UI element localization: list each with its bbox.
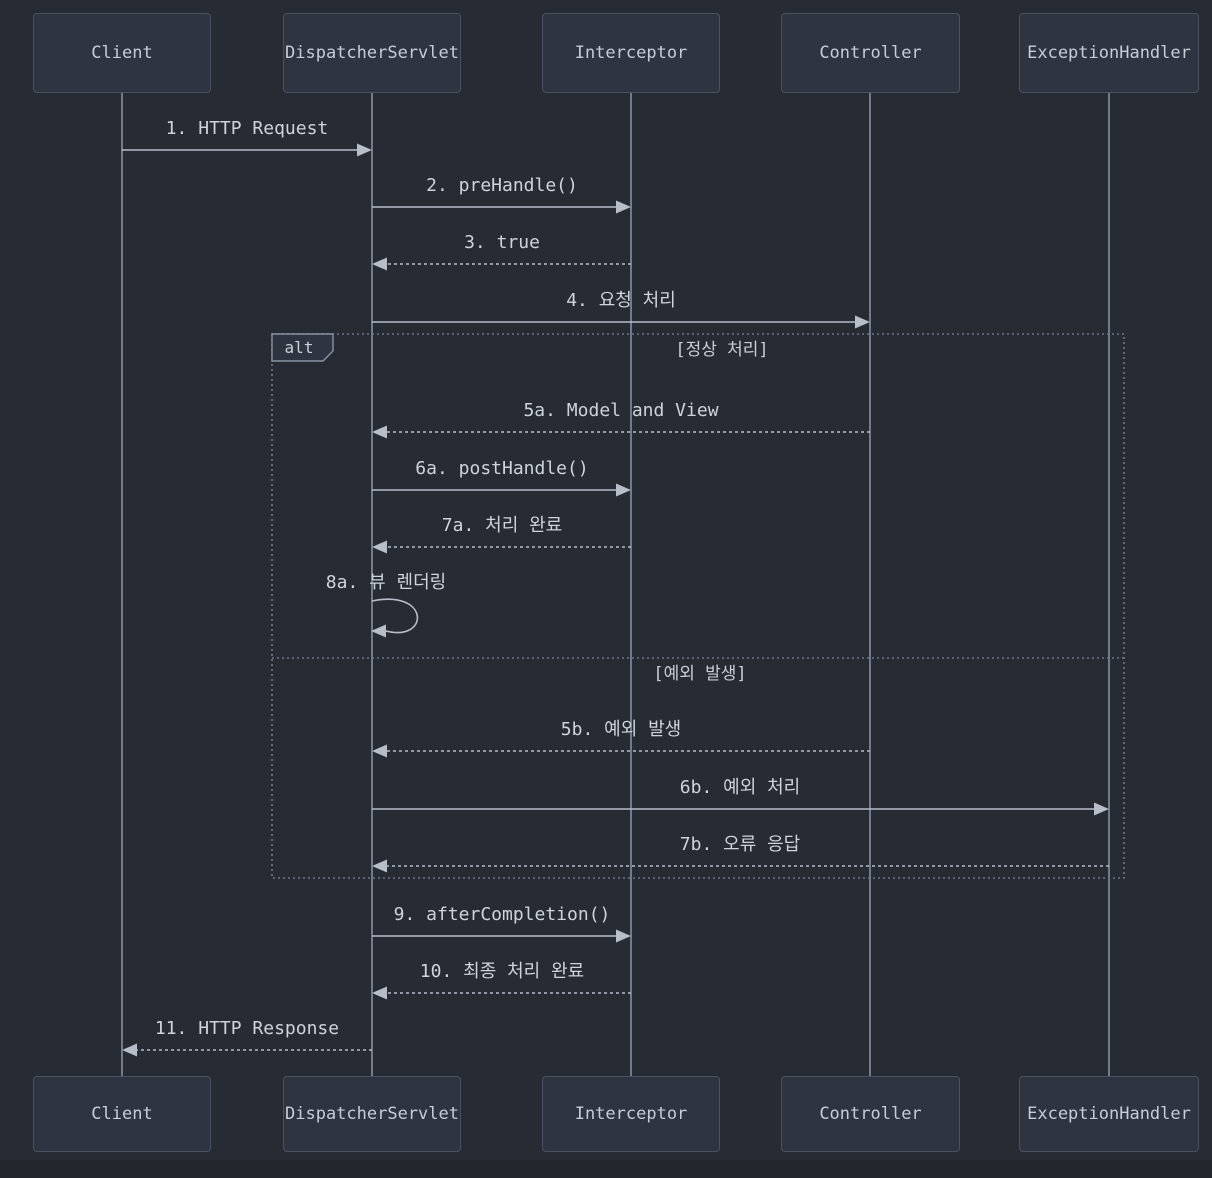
message-label-5b: 5b. 예외 발생 [560,719,682,740]
message-label-2: 2. preHandle() [426,175,578,196]
actor-top-client: Client [33,13,211,93]
actor-bottom-interceptor: Interceptor [542,1076,720,1152]
actor-label: Client [91,43,153,63]
alt-frame-border [271,333,1125,879]
arrow-7a-processing-done [372,540,631,554]
actor-label: ExceptionHandler [1027,1104,1191,1124]
actor-label: Controller [819,43,922,63]
message-label-5a: 5a. Model and View [523,400,719,421]
message-label-9: 9. afterCompletion() [393,904,611,925]
arrow-10-final-done [372,986,631,1000]
arrow-5b-exception-raised [372,744,870,758]
actor-bottom-client: Client [33,1076,211,1152]
message-label-1: 1. HTTP Request [165,118,329,139]
actor-bottom-dispatcherservlet: DispatcherServlet [283,1076,461,1152]
actor-label: Client [91,1104,153,1124]
arrow-9-aftercompletion [372,929,631,943]
actor-label: Interceptor [574,1104,688,1124]
message-label-7a: 7a. 처리 완료 [441,515,563,536]
arrow-5a-model-and-view [372,425,870,439]
actor-top-exceptionhandler: ExceptionHandler [1019,13,1199,93]
lifelines [121,93,1110,1076]
message-label-11: 11. HTTP Response [154,1018,340,1039]
actor-label: DispatcherServlet [285,1104,459,1124]
alt-frame [271,333,1125,879]
actor-label: ExceptionHandler [1027,43,1191,63]
message-label-3: 3. true [464,232,540,253]
alt-condition-exception: [예외 발생] [653,664,747,684]
arrow-8a-view-render-selfloop [371,598,419,638]
actor-label: DispatcherServlet [285,43,459,63]
message-arrows [122,143,1109,1057]
alt-label-box [271,333,334,362]
message-label-8a: 8a. 뷰 렌더링 [325,572,447,593]
arrow-6a-posthandle [372,483,631,497]
actor-label: Interceptor [574,43,688,63]
alt-frame-label: alt [284,338,314,357]
arrow-11-http-response [122,1043,372,1057]
arrow-2-prehandle [372,200,631,214]
arrow-6b-exception-handling [372,802,1109,816]
page-background-strip [0,1160,1212,1178]
arrow-7b-error-response [372,859,1109,873]
actor-bottom-controller: Controller [781,1076,960,1152]
actor-bottom-exceptionhandler: ExceptionHandler [1019,1076,1199,1152]
message-label-6a: 6a. postHandle() [415,458,589,479]
message-label-6b: 6b. 예외 처리 [679,777,801,798]
actor-top-controller: Controller [781,13,960,93]
alt-condition-normal: [정상 처리] [675,340,769,360]
arrow-3-true [372,257,631,271]
arrow-4-request-handling [372,315,870,329]
message-label-7b: 7b. 오류 응답 [679,834,801,855]
arrow-1-http-request [122,143,372,157]
actor-top-interceptor: Interceptor [542,13,720,93]
actor-top-dispatcherservlet: DispatcherServlet [283,13,461,93]
message-label-10: 10. 최종 처리 완료 [419,961,585,982]
actor-label: Controller [819,1104,922,1124]
message-label-4: 4. 요청 처리 [566,290,676,311]
